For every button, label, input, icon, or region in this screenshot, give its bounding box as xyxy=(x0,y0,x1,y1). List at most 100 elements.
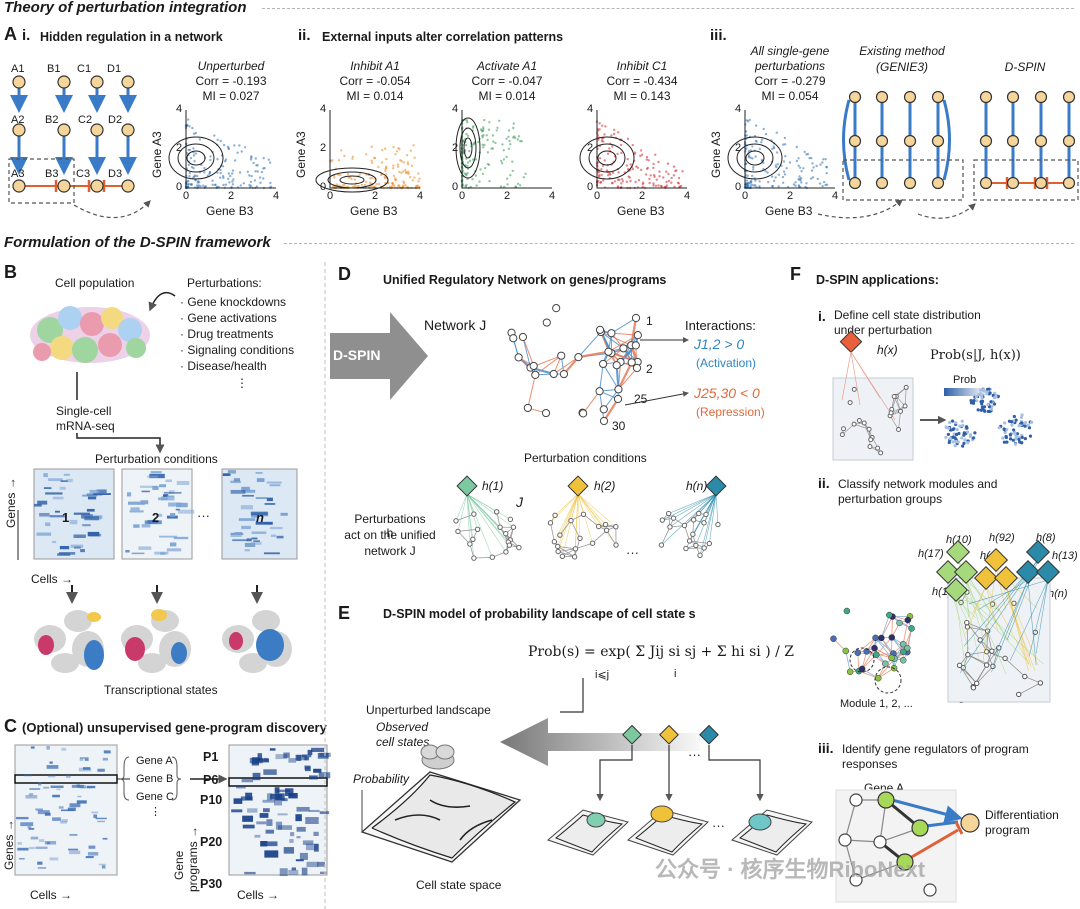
prob-point xyxy=(987,405,992,409)
network-edge xyxy=(611,332,638,336)
matrix-cell xyxy=(309,775,318,780)
matrix-cell xyxy=(126,492,132,497)
scatter-point xyxy=(645,158,648,161)
scatter-point xyxy=(782,160,786,163)
perturbation-edge xyxy=(559,493,579,536)
matrix-cell xyxy=(102,757,108,761)
matrix-cell xyxy=(131,552,145,555)
network-edge xyxy=(668,513,671,528)
matrix-cell xyxy=(30,836,39,840)
prob-point xyxy=(953,436,957,440)
matrix-cell xyxy=(76,800,87,804)
network-node xyxy=(854,649,862,656)
scatter-point xyxy=(380,173,383,177)
prob-point xyxy=(953,436,958,440)
network-edge xyxy=(570,513,584,521)
prob-point xyxy=(964,425,969,429)
scatter-point xyxy=(481,172,485,176)
prob-point xyxy=(1013,432,1017,436)
network-edge xyxy=(893,643,904,654)
network-edge xyxy=(673,517,685,526)
scatter-point xyxy=(815,164,818,168)
prob-point xyxy=(1003,428,1007,432)
scatter-point xyxy=(406,172,409,175)
prob-point xyxy=(965,426,969,430)
matrix-cell xyxy=(52,817,61,821)
prob-point xyxy=(1014,434,1018,439)
network-node xyxy=(681,522,688,529)
network-edge xyxy=(630,344,639,363)
scatter-point xyxy=(635,165,638,168)
network-edge xyxy=(889,411,901,417)
network-edge xyxy=(891,396,895,410)
pert-text: network J xyxy=(364,544,416,558)
matrix-cell xyxy=(270,534,277,537)
matrix-cell xyxy=(138,546,152,550)
matrix-cell xyxy=(147,475,159,478)
scatter-point xyxy=(681,170,684,173)
network-edge xyxy=(960,591,968,603)
scatter-point xyxy=(394,178,398,181)
network-node xyxy=(555,548,561,555)
matrix-cell xyxy=(85,855,94,859)
perturbation-edge xyxy=(562,493,579,557)
matrix-cell xyxy=(17,847,29,851)
network-edge xyxy=(570,520,581,539)
matrix-cell xyxy=(295,754,307,761)
scatter-point xyxy=(611,145,614,148)
network-edge xyxy=(869,446,878,449)
prob-point xyxy=(1002,427,1006,431)
cells-axis-label-c: Cells → xyxy=(30,888,73,902)
perturbation-edge xyxy=(709,493,717,544)
matrix-cell xyxy=(241,525,251,530)
scatter-point xyxy=(472,143,475,146)
scatter-point xyxy=(238,144,241,147)
network-edge xyxy=(689,540,710,544)
scatter-point xyxy=(771,184,774,188)
hx-label: h(x) xyxy=(877,343,898,357)
network-node xyxy=(658,542,665,548)
scatter-point xyxy=(603,159,606,162)
network-edge xyxy=(863,422,870,430)
scatter-point xyxy=(250,155,253,158)
scatter-point xyxy=(746,174,749,177)
scatter-point xyxy=(496,126,499,129)
network-edge xyxy=(608,351,618,366)
scatter-point xyxy=(351,157,354,160)
scatter-point xyxy=(330,160,333,163)
density-contour xyxy=(579,136,635,180)
scatter-point xyxy=(392,184,396,187)
network-node xyxy=(507,328,516,337)
scatter-point xyxy=(511,169,514,173)
differentiation-label: Differentiation xyxy=(985,808,1059,822)
network-edge xyxy=(986,651,994,667)
network-edge xyxy=(610,352,618,366)
network-edge xyxy=(562,555,575,558)
h-tag: h(6) xyxy=(980,550,1000,562)
network-node xyxy=(851,421,857,427)
scatter-point xyxy=(487,163,491,166)
scatter-point xyxy=(340,149,343,152)
scatter-point xyxy=(369,181,372,184)
panel-f-iii-num: iii. xyxy=(818,740,834,756)
network-edge xyxy=(875,637,877,655)
prob-point xyxy=(969,398,973,403)
divider xyxy=(284,243,1074,244)
prob-point xyxy=(952,427,956,431)
matrix-cell xyxy=(257,753,263,761)
prob-point xyxy=(949,428,953,432)
network-node xyxy=(882,660,889,667)
scatter-point xyxy=(665,184,669,187)
perturbation-edge xyxy=(466,493,507,553)
scatter-point xyxy=(602,179,605,182)
prob-point xyxy=(987,392,991,396)
repression-eq: J25,30 < 0 xyxy=(694,385,760,401)
prob-point xyxy=(981,393,985,397)
prob-point xyxy=(962,441,966,445)
matrix-cell xyxy=(73,512,90,515)
scatter-point xyxy=(188,125,191,128)
prob-point xyxy=(985,392,989,396)
gene-programs-label-1: Gene xyxy=(172,850,186,880)
network-edge xyxy=(967,654,987,666)
perturbation-edge xyxy=(455,493,468,521)
